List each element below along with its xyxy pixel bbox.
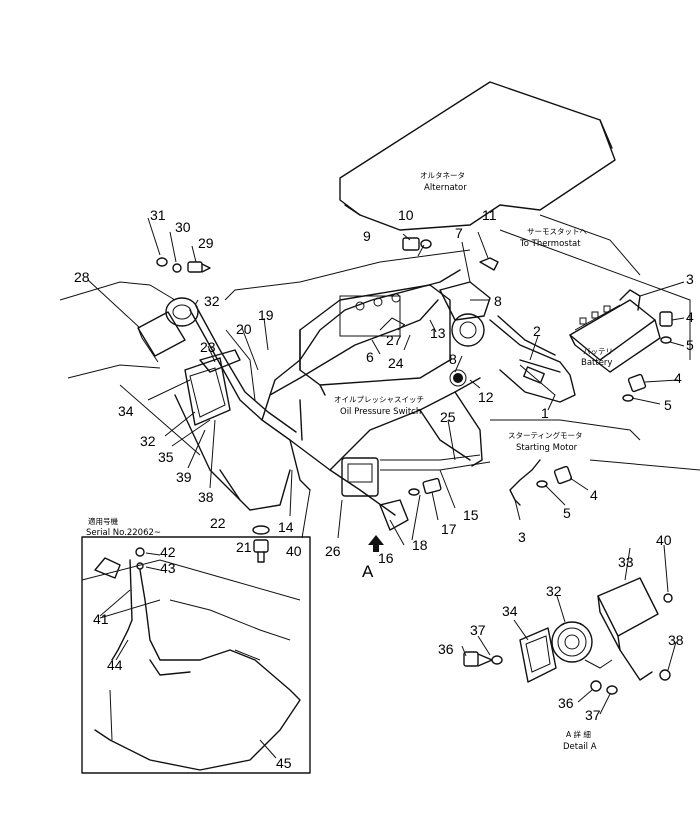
callout-18: 18 [412,537,428,553]
callout-8a: 8 [494,293,502,309]
callout-41: 41 [93,611,109,627]
callout-38b: 38 [668,632,684,648]
engine-block [299,284,451,396]
starter-cable [489,315,576,403]
main-harness [189,269,491,516]
hood-panel [339,81,616,231]
callout-15: 15 [463,507,479,523]
callout-5a: 5 [686,337,694,353]
callout-28: 28 [74,269,90,285]
callout-20: 20 [236,321,252,337]
callout-40a: 40 [286,543,302,559]
horn-upper [165,297,199,327]
callout-36a: 36 [438,641,454,657]
callout-3a: 3 [686,271,694,287]
thermostat-label-en: To Thermostat [519,239,581,249]
detail-a [463,577,673,695]
view-arrow-label: A [362,562,374,581]
alternator-label-jp: オルタネータ [420,171,465,180]
wire-25-3 [454,391,541,506]
callout-39: 39 [176,469,192,485]
callout-32c: 32 [546,583,562,599]
battery-label-en: Battery [581,358,612,368]
detail-label-jp: A 詳 細 [566,729,591,739]
callout-34a: 34 [118,403,134,419]
callout-4b: 4 [674,370,682,386]
oil-switch-label-en: Oil Pressure Switch [340,407,421,417]
dash-panel [174,349,291,511]
callout-numbers: 1 2 3 3 4 4 4 5 5 5 6 7 8 8 9 10 11 12 1… [74,207,694,771]
callout-40b: 40 [656,532,672,548]
callout-19: 19 [258,307,274,323]
callout-7: 7 [455,225,463,241]
upper-cab-outline [59,214,641,456]
leader-lines [87,217,685,759]
callout-45: 45 [276,755,292,771]
callout-10: 10 [398,207,414,223]
callout-11: 11 [482,207,497,223]
hardware-17-18 [379,477,442,531]
callout-23: 23 [200,339,216,355]
starting-motor-label-en: Starting Motor [516,443,578,453]
callout-21: 21 [236,539,252,555]
serial-label-jp: 適用号機 [88,516,118,526]
right-frame [490,229,700,471]
alternator [439,281,491,387]
callout-35: 35 [158,449,174,465]
callout-31: 31 [150,207,166,223]
hardware-9-11 [402,237,499,271]
callout-30: 30 [175,219,191,235]
callout-4a: 4 [686,309,694,325]
callout-22: 22 [210,515,226,531]
view-arrow-a [368,535,384,552]
callout-1: 1 [541,405,549,421]
callout-44: 44 [107,657,123,673]
callout-8b: 8 [449,351,457,367]
callout-24: 24 [388,355,404,371]
callout-5c: 5 [563,505,571,521]
callout-9: 9 [363,228,371,244]
callout-36b: 36 [558,695,574,711]
callout-32a: 32 [204,293,220,309]
callout-38a: 38 [198,489,214,505]
callout-3b: 3 [518,529,526,545]
callout-27: 27 [386,332,402,348]
hardware-4-5 [536,311,673,488]
inset-frame [81,536,311,774]
callout-12: 12 [478,389,494,405]
hardware-21-22 [252,525,270,563]
oil-switch-label-jp: オイルプレッシャスイッチ [334,395,424,404]
callout-37b: 37 [585,707,601,723]
callout-16: 16 [378,550,394,566]
starting-motor-label-jp: スターティングモータ [508,430,583,440]
thermostat-label-jp: サーモスタットへ [527,227,587,236]
callout-2: 2 [533,323,541,339]
callout-32b: 32 [140,433,156,449]
callout-14: 14 [278,519,294,535]
battery [569,289,661,373]
serial-label-en: Serial No.22062~ [86,528,161,538]
callout-5b: 5 [664,397,672,413]
callout-33: 33 [618,554,634,570]
callout-42: 42 [160,544,176,560]
callout-4c: 4 [590,487,598,503]
battery-label-jp: バッテリ [583,347,613,356]
alternator-label-en: Alternator [424,183,467,193]
callout-34b: 34 [502,603,518,619]
callout-6: 6 [366,349,374,365]
callout-17: 17 [441,521,457,537]
callout-37a: 37 [470,622,486,638]
callout-26: 26 [325,543,341,559]
captions: オルタネータ Alternator サーモスタットへ To Thermostat… [86,171,613,752]
callout-13: 13 [430,325,446,341]
callout-25: 25 [440,409,456,425]
callout-29: 29 [198,235,214,251]
detail-label-en: Detail A [563,742,597,752]
relay-box-center [341,457,379,497]
relay-28 [137,311,186,363]
hardware-29-31 [156,257,211,273]
callout-43: 43 [160,560,176,576]
